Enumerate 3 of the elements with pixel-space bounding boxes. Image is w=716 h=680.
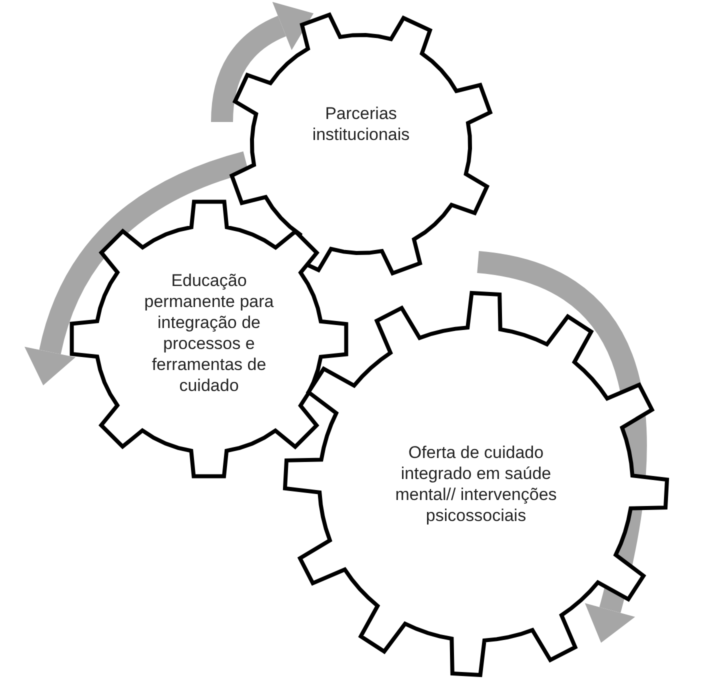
gear-label: Parcerias institucionais — [311, 103, 411, 145]
gear-label: Educação permanente para integração de processos e ferramentas de cuidado — [143, 270, 275, 396]
gear-label: Oferta de cuidado integrado em saúde mental// intervenções psicossociais — [394, 442, 558, 526]
